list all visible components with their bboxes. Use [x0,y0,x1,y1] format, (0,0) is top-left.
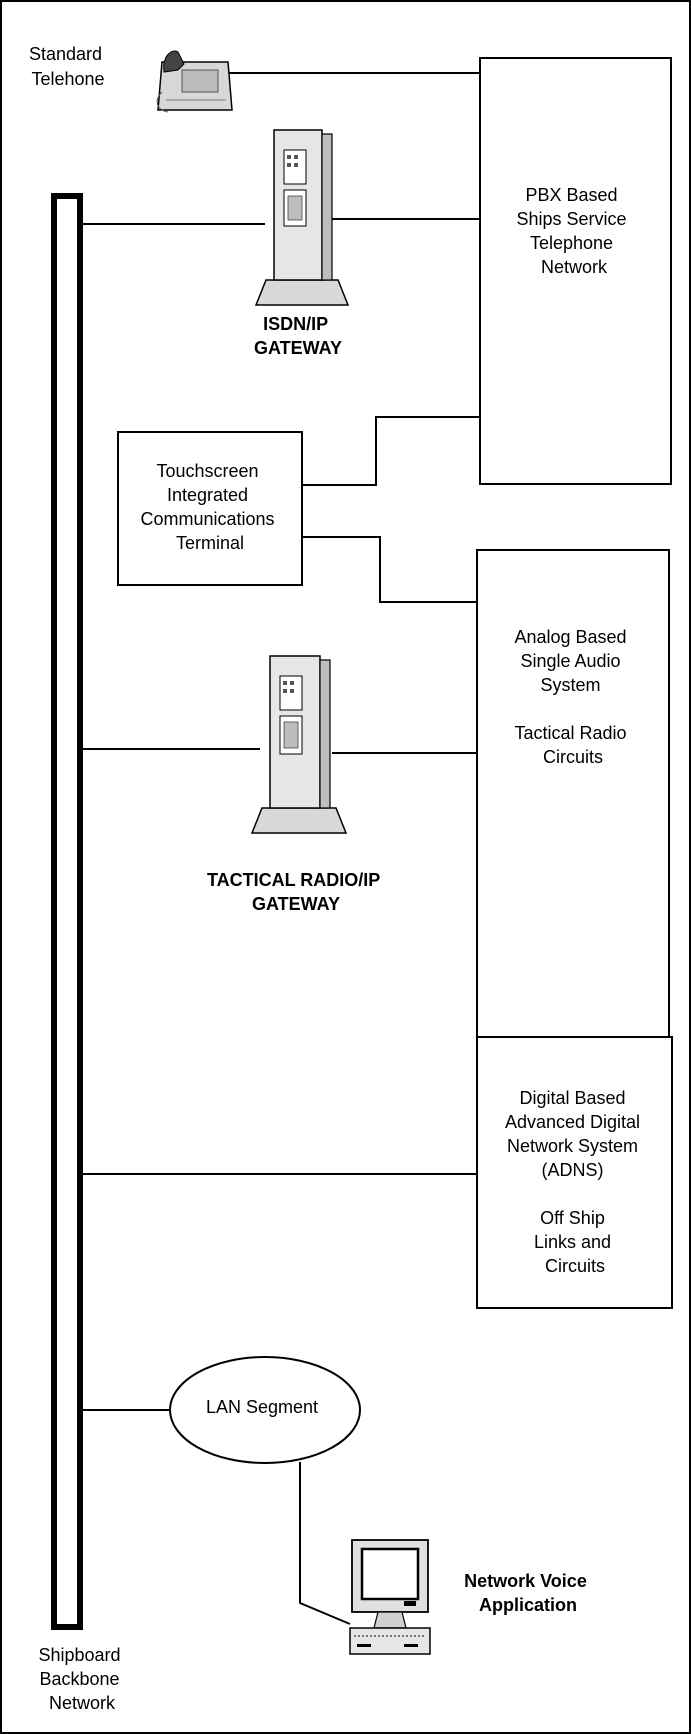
isdn-gateway-label: ISDN/IP GATEWAY [254,314,342,358]
pbx-network-box [479,57,672,485]
shipboard-backbone-label: Shipboard Backbone Network [38,1645,125,1713]
server-tower-icon [254,129,350,306]
touchscreen-terminal-label: Touchscreen Integrated Communications Te… [140,461,279,553]
analog-audio-system-box [476,549,670,1046]
network-voice-application-label: Network Voice Application [464,1571,592,1615]
line-touchscreen-pbx [302,416,480,486]
touchscreen-terminal-box [117,431,303,586]
standard-telephone-label: Standard Telehone [29,44,107,89]
pbx-network-label: PBX Based Ships Service Telephone Networ… [516,185,631,277]
shipboard-backbone-bar [51,193,83,1630]
telephone-icon [156,50,233,113]
connection-lines [83,72,480,1625]
line-touchscreen-analog [302,536,477,603]
lan-segment-label: LAN Segment [206,1397,318,1417]
desktop-computer-icon [349,1539,431,1655]
adns-box [476,1036,673,1309]
tactical-gateway-label: TACTICAL RADIO/IP GATEWAY [207,870,385,914]
lan-segment-ellipse [169,1356,361,1464]
server-tower-icon [250,655,348,834]
adns-label: Digital Based Advanced Digital Network S… [505,1088,645,1276]
analog-audio-system-label: Analog Based Single Audio System Tactica… [514,627,631,767]
line-lan-workstation [299,1462,351,1625]
